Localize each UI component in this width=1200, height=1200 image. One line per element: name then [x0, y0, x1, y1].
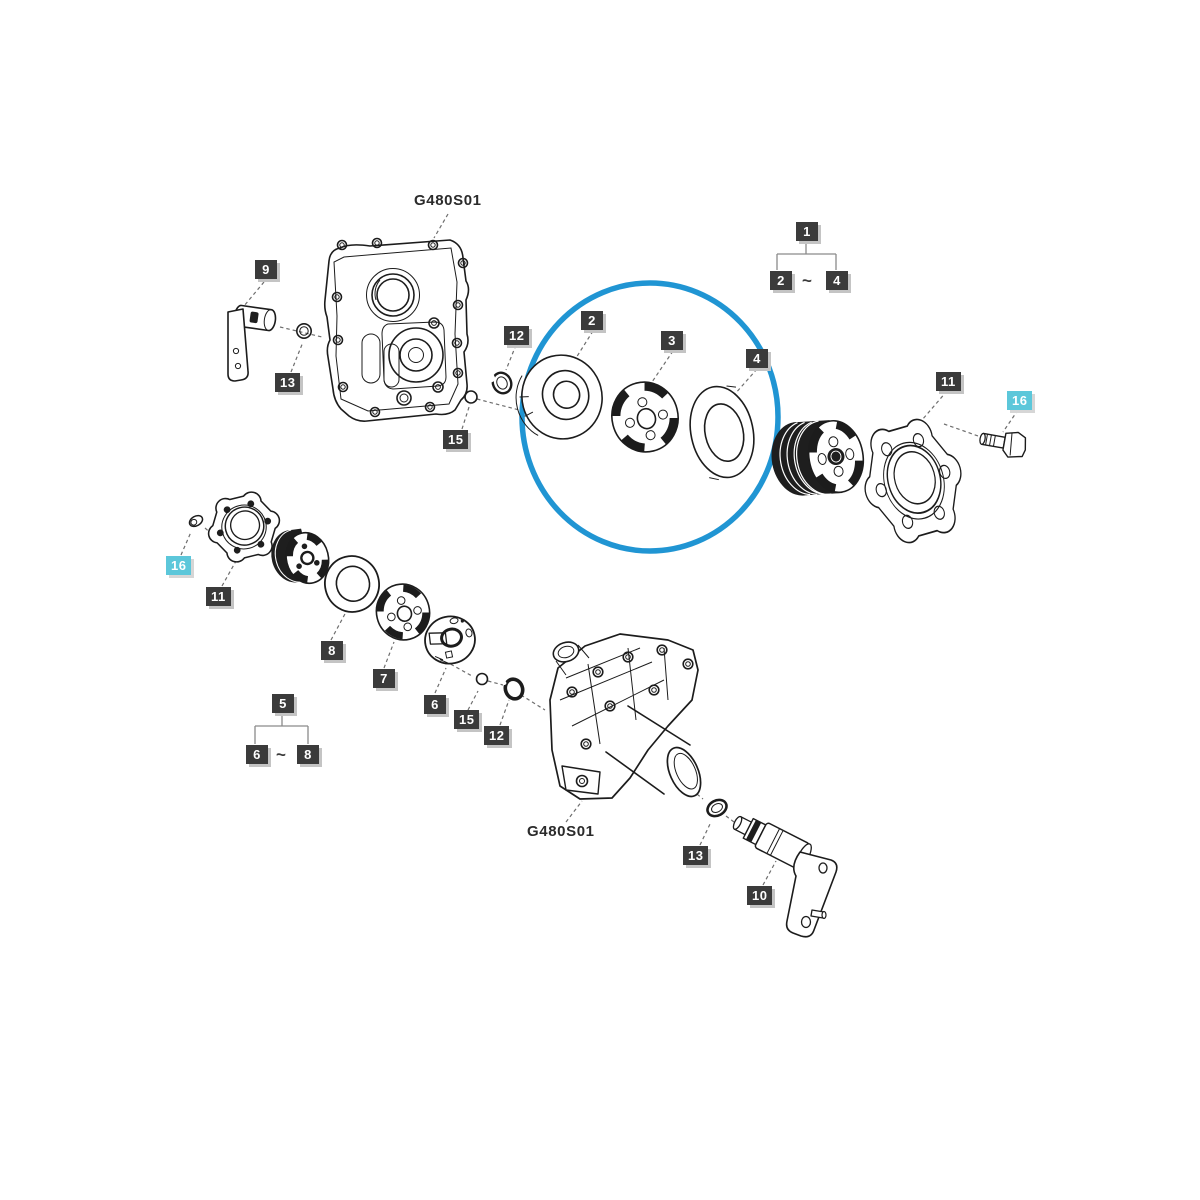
callout-group-5-to: 8 [297, 745, 319, 764]
callout-3-circle: 3 [661, 331, 683, 350]
callout-11-left: 11 [206, 587, 231, 606]
friction-disc-part-7-drawing [375, 583, 431, 641]
callout-4-circle: 4 [746, 349, 768, 368]
friction-disc-part-3-drawing [611, 381, 679, 453]
callout-9: 9 [255, 260, 277, 279]
group-bracket-1-2-4 [776, 243, 837, 270]
oring-part-13-top-drawing [295, 322, 312, 339]
callout-12-top: 12 [504, 326, 530, 345]
housing-code-bottom: G480S01 [527, 823, 595, 840]
clutch-plate-part-4-drawing [689, 385, 755, 481]
gearbox-cover-front-drawing [323, 237, 470, 422]
range-separator-bottom: ~ [276, 745, 286, 764]
gearbox-cover-rear-drawing [549, 633, 702, 800]
clutch-pack-right-drawing [771, 419, 865, 496]
highlight-circle [519, 280, 781, 554]
callout-group-5: 5 [272, 694, 294, 713]
callout-13-bottom: 13 [683, 846, 709, 865]
callout-16-left: 16 [166, 556, 192, 575]
clutch-pack-left-drawing [271, 528, 330, 585]
bolt-part-16-left-drawing [188, 514, 204, 528]
ball-part-15-top-drawing [464, 390, 478, 404]
oring-part-12-bottom-drawing [502, 677, 525, 701]
callout-8: 8 [321, 641, 343, 660]
group-bracket-5-6-8 [254, 713, 309, 744]
ball-part-15-bottom-drawing [475, 672, 489, 686]
callout-10: 10 [747, 886, 773, 905]
callout-15-top: 15 [443, 430, 469, 449]
callout-group-5-from: 6 [246, 745, 268, 764]
callout-11-right: 11 [936, 372, 961, 391]
bolt-part-16-right-drawing [979, 431, 1027, 458]
range-separator-top: ~ [802, 271, 812, 290]
callout-2-circle: 2 [581, 311, 603, 330]
pressure-plate-part-2-drawing [515, 354, 603, 440]
callout-group-1: 1 [796, 222, 818, 241]
flange-part-11-left-drawing [207, 491, 281, 563]
lever-part-9-drawing [227, 304, 277, 382]
callout-15-bottom: 15 [454, 710, 480, 729]
shaft-lever-part-10-drawing [732, 815, 838, 938]
plate-part-6-drawing [424, 615, 476, 665]
callout-6: 6 [424, 695, 446, 714]
callout-12-bottom: 12 [484, 726, 510, 745]
callout-16-right: 16 [1007, 391, 1033, 410]
callout-7: 7 [373, 669, 395, 688]
callout-13-top: 13 [275, 373, 301, 392]
callout-group-1-to: 4 [826, 271, 848, 290]
gasket-part-8-drawing [324, 555, 380, 613]
flange-part-11-right-drawing [864, 418, 962, 544]
oring-part-13-bottom-drawing [706, 798, 728, 818]
housing-code-top: G480S01 [414, 192, 482, 209]
callout-group-1-from: 2 [770, 271, 792, 290]
snap-ring-part-12-top-drawing [488, 371, 513, 395]
